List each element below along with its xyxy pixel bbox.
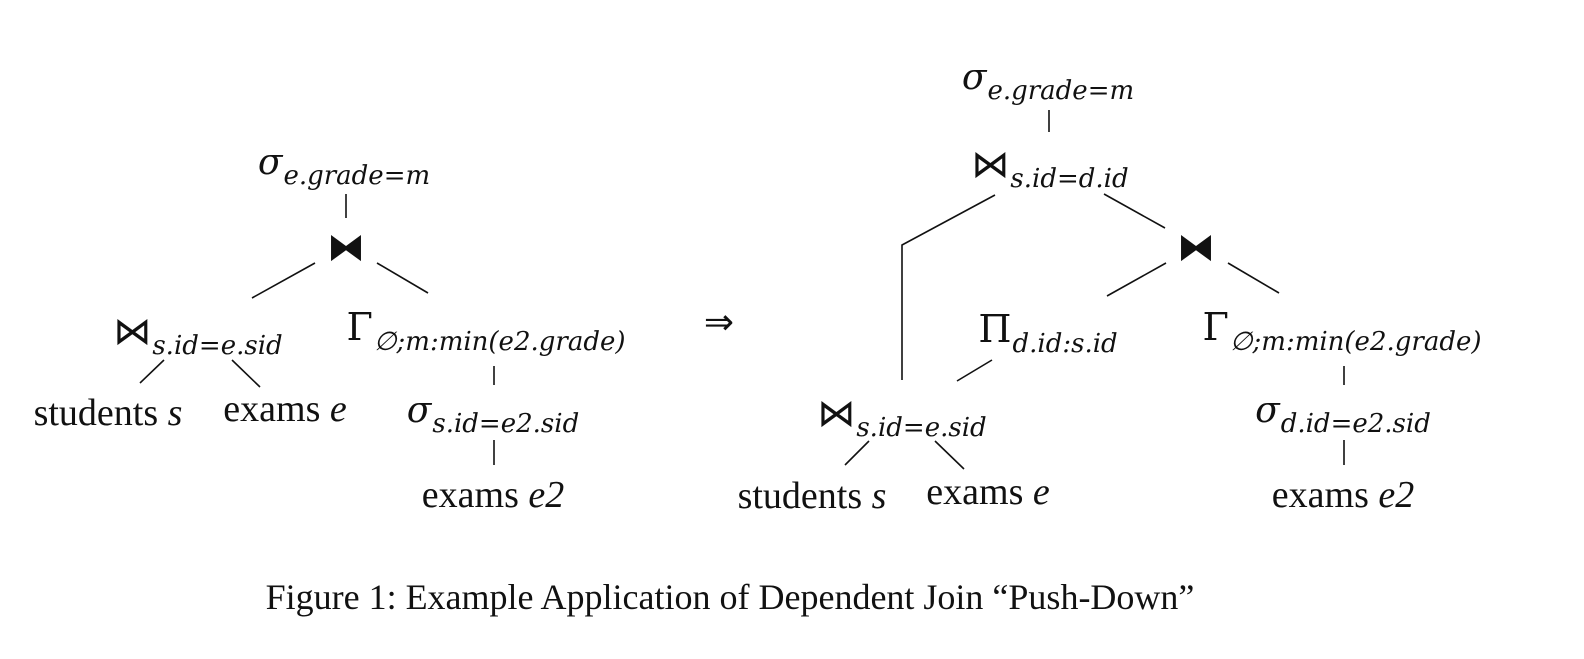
- edge-right-jointop-to-joinbottom: [901, 194, 996, 380]
- left-exams-relation: exams e: [223, 390, 346, 428]
- left-root-selection-node: σe.grade=m: [257, 142, 430, 190]
- edge-left-depjoin-to-join: [251, 262, 316, 299]
- transformation-arrow: ⇒: [704, 305, 734, 341]
- gamma-symbol: Γ: [1202, 305, 1229, 349]
- sigma-symbol: σ: [1255, 390, 1280, 431]
- relation-alias: e: [329, 388, 347, 430]
- join-symbol: ⋈: [113, 309, 152, 353]
- sigma-symbol: σ: [406, 390, 432, 431]
- edge-right-joinbottom-to-students: [844, 440, 870, 466]
- left-join-node: ⋈s.id=e.sid: [113, 309, 282, 359]
- selection-predicate: s.id=e2.sid: [432, 409, 580, 439]
- join-predicate: s.id=e.sid: [856, 413, 987, 443]
- relation-alias: s: [871, 475, 887, 517]
- join-symbol: ⋈: [817, 391, 856, 435]
- left-selection-node: σs.id=e2.sid: [406, 390, 579, 438]
- right-groupby-node: Γ∅;m:min(e2.grade): [1202, 305, 1482, 355]
- relation-alias: e2: [1378, 474, 1415, 516]
- right-top-join-node: ⋈s.id=d.id: [971, 142, 1128, 192]
- relation-name: students: [737, 475, 863, 517]
- right-selection-node: σd.id=e2.sid: [1255, 390, 1431, 438]
- right-students-relation: students s: [738, 477, 887, 515]
- left-dependent-join-node: ⧓: [327, 228, 365, 266]
- edge-right-depjoin-to-groupby: [1227, 262, 1280, 294]
- relation-name: exams: [223, 388, 321, 430]
- projection-expression: d.id:s.id: [1012, 329, 1118, 359]
- left-groupby-node: Γ∅;m:min(e2.grade): [346, 305, 626, 355]
- groupby-expression: ∅;m:min(e2.grade): [1229, 327, 1482, 357]
- right-root-selection-node: σe.grade=m: [961, 57, 1134, 105]
- left-students-relation: students s: [34, 394, 183, 432]
- right-exams2-relation: exams e2: [1272, 476, 1414, 514]
- edge-left-join-to-exams: [231, 359, 261, 388]
- relation-name: exams: [1271, 474, 1369, 516]
- left-exams2-relation: exams e2: [422, 476, 564, 514]
- selection-predicate: e.grade=m: [283, 161, 431, 191]
- edge-right-joinbottom-to-exams: [934, 440, 965, 470]
- gamma-symbol: Γ: [346, 305, 373, 349]
- sigma-symbol: σ: [961, 57, 987, 98]
- edge-left-depjoin-to-groupby: [376, 262, 429, 294]
- implies-arrow-icon: ⇒: [703, 302, 735, 343]
- relation-alias: e: [1032, 471, 1050, 513]
- selection-predicate: d.id=e2.sid: [1280, 409, 1431, 439]
- relation-name: exams: [421, 474, 519, 516]
- edge-right-jointop-to-depjoin: [1103, 193, 1166, 229]
- edge-left-join-to-students: [139, 359, 165, 384]
- selection-predicate: e.grade=m: [987, 76, 1135, 106]
- dependent-join-symbol: ⧓: [1177, 225, 1215, 269]
- relation-name: students: [33, 392, 159, 434]
- relation-alias: s: [167, 392, 183, 434]
- right-dependent-join-node: ⧓: [1177, 228, 1215, 266]
- edge-right-depjoin-to-project: [1106, 262, 1167, 297]
- join-symbol: ⋈: [971, 142, 1010, 186]
- groupby-expression: ∅;m:min(e2.grade): [373, 327, 626, 357]
- relation-alias: e2: [528, 474, 565, 516]
- dependent-join-symbol: ⧓: [327, 225, 365, 269]
- edge-right-project-to-joinbottom: [956, 359, 993, 382]
- right-exams-relation: exams e: [926, 473, 1049, 511]
- join-predicate: s.id=d.id: [1010, 164, 1129, 194]
- figure-caption: Figure 1: Example Application of Depende…: [265, 577, 1195, 617]
- right-bottom-join-node: ⋈s.id=e.sid: [817, 391, 986, 441]
- right-projection-node: Πd.id:s.id: [978, 307, 1117, 357]
- relation-name: exams: [926, 471, 1024, 513]
- sigma-symbol: σ: [257, 142, 283, 183]
- join-predicate: s.id=e.sid: [152, 331, 283, 361]
- pi-symbol: Π: [978, 307, 1012, 351]
